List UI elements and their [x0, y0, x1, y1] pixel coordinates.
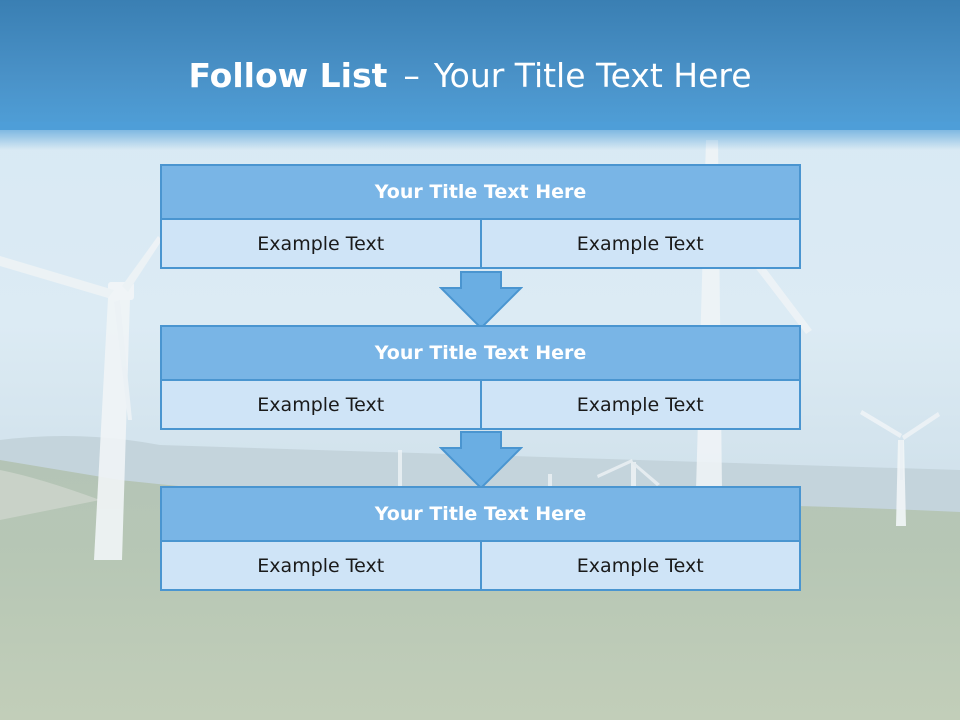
step-cell-right: Example Text: [481, 220, 801, 269]
step-box-2: Your Title Text Here Example Text Exampl…: [160, 325, 801, 430]
wind-turbine-right: [860, 410, 940, 526]
step-title: Your Title Text Here: [160, 164, 801, 220]
title-bar: [0, 0, 960, 130]
wind-turbine-distant: [398, 450, 660, 494]
slide-title-rest: Your Title Text Here: [433, 56, 752, 95]
slide-title-bold: Follow List: [188, 56, 388, 95]
step-box-3: Your Title Text Here Example Text Exampl…: [160, 486, 801, 591]
step-cell-right: Example Text: [481, 381, 801, 430]
step-cell-left: Example Text: [160, 220, 482, 269]
step-row: Example Text Example Text: [160, 542, 801, 591]
down-arrow-icon: [439, 271, 523, 330]
down-arrow-icon: [439, 431, 523, 490]
step-row: Example Text Example Text: [160, 220, 801, 269]
slide-title: Follow List–Your Title Text Here: [0, 54, 940, 98]
slide-title-dash: –: [403, 56, 420, 95]
step-row: Example Text Example Text: [160, 381, 801, 430]
step-cell-right: Example Text: [481, 542, 801, 591]
step-cell-left: Example Text: [160, 381, 482, 430]
step-box-1: Your Title Text Here Example Text Exampl…: [160, 164, 801, 269]
title-bar-fade: [0, 122, 960, 150]
step-title: Your Title Text Here: [160, 325, 801, 381]
wind-turbine-left: [0, 236, 162, 560]
step-title: Your Title Text Here: [160, 486, 801, 542]
step-cell-left: Example Text: [160, 542, 482, 591]
